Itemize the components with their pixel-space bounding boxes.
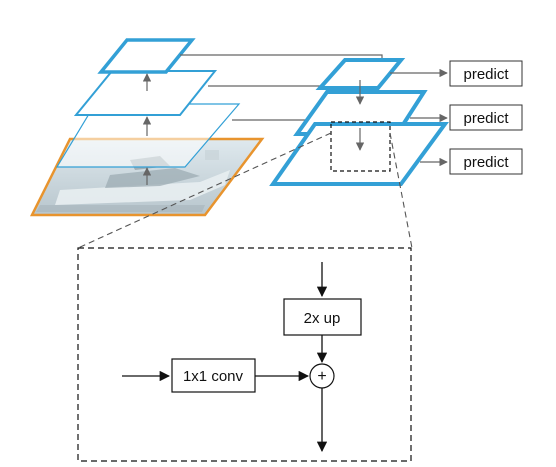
predict-box-bottom: predict [449, 148, 523, 175]
predict-box-top: predict [449, 60, 523, 87]
top-down-level-3 [269, 122, 449, 186]
bottom-up-level-3 [55, 103, 241, 168]
add-symbol: + [317, 368, 326, 385]
detail-focus-box [330, 121, 391, 172]
lateral-conv-label: 1x1 conv [183, 368, 244, 385]
zoom-guides [77, 132, 413, 249]
upsample-label: 2x up [304, 310, 341, 327]
predict-label-top: predict [463, 66, 509, 83]
add-node: + [309, 363, 335, 389]
lateral-conv-block: 1x1 conv [171, 358, 256, 393]
detail-inset-frame [77, 247, 412, 462]
bottom-up-level-1 [97, 38, 196, 74]
bottom-up-level-2 [73, 70, 218, 116]
predict-label-middle: predict [463, 110, 509, 127]
upsample-block: 2x up [283, 298, 362, 336]
predict-arrows [390, 68, 448, 167]
top-down-level-1 [315, 58, 406, 90]
predict-label-bottom: predict [463, 154, 509, 171]
predict-box-middle: predict [449, 104, 523, 131]
